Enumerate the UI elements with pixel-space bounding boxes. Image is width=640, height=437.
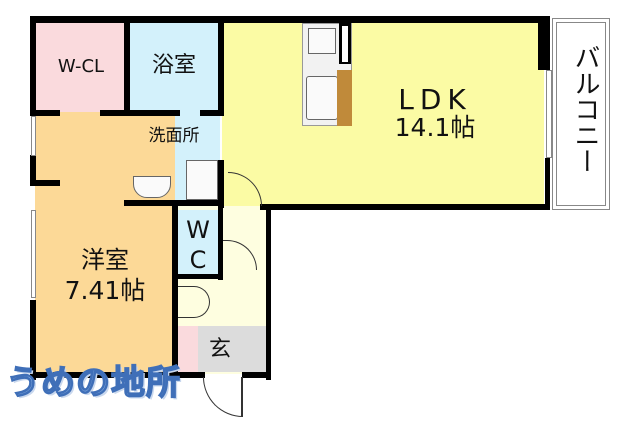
room-wcl	[35, 22, 127, 112]
counter-wood	[337, 70, 352, 126]
wash-basin-icon	[133, 176, 171, 198]
wall-bath-ldk	[218, 16, 224, 116]
wall-left-mid	[30, 155, 36, 185]
balcony-inner	[556, 22, 606, 206]
label-ldk: LDK	[398, 83, 472, 116]
wall-wcl-bath	[124, 16, 130, 116]
sink-icon	[306, 76, 338, 120]
wall-ldk-left-lower	[218, 160, 224, 208]
wall-under-wcl2	[100, 110, 180, 116]
wall-ldk-right-bottom	[545, 158, 550, 210]
room-ldk	[222, 22, 544, 206]
window-western-left	[31, 210, 36, 298]
label-wc-w: W	[186, 216, 210, 244]
label-bath: 浴室	[151, 53, 196, 78]
label-wcl: W-CL	[57, 56, 105, 77]
door-entrance[interactable]	[203, 377, 243, 417]
wall-under-wcl	[30, 110, 60, 116]
wall-ldk-bottom	[260, 204, 550, 210]
wall-left-lower	[30, 300, 36, 380]
label-wc-c: C	[189, 246, 207, 274]
wall-ldk-right-top	[538, 16, 550, 70]
wall-top	[30, 16, 550, 23]
label-western: 洋室	[81, 246, 129, 274]
label-ldk-size: 14.1帖	[394, 113, 476, 142]
window-western-left-upper	[31, 116, 36, 156]
room-entrance-pink	[178, 326, 198, 372]
wall-wc-bottom	[172, 274, 223, 279]
room-balcony	[552, 18, 610, 210]
label-western-size: 7.41帖	[64, 276, 146, 305]
stove-icon	[308, 28, 336, 54]
fridge-icon	[342, 26, 348, 62]
wall-bottom-left	[30, 372, 205, 378]
wall-western-right	[172, 200, 178, 380]
room-entrance	[198, 326, 266, 372]
wall-bottom-right	[242, 372, 271, 378]
wall-stub	[30, 180, 60, 186]
label-washroom: 洗面所	[148, 126, 200, 146]
wall-hall-right	[266, 206, 271, 380]
label-entrance: 玄	[208, 337, 231, 362]
door-western[interactable]	[178, 286, 210, 318]
room-western	[35, 112, 175, 374]
watermark: うめの地所	[5, 362, 181, 404]
label-balcony: バルコニー	[570, 44, 600, 174]
washing-machine-space	[186, 160, 218, 200]
room-bath	[128, 22, 220, 112]
window-ldk-right	[546, 70, 552, 158]
room-wc	[178, 210, 218, 276]
wall-left-upper	[30, 16, 36, 116]
wall-wc-right	[218, 206, 223, 280]
door-entrance-leaf	[241, 377, 243, 417]
wall-under-bath	[200, 110, 224, 116]
